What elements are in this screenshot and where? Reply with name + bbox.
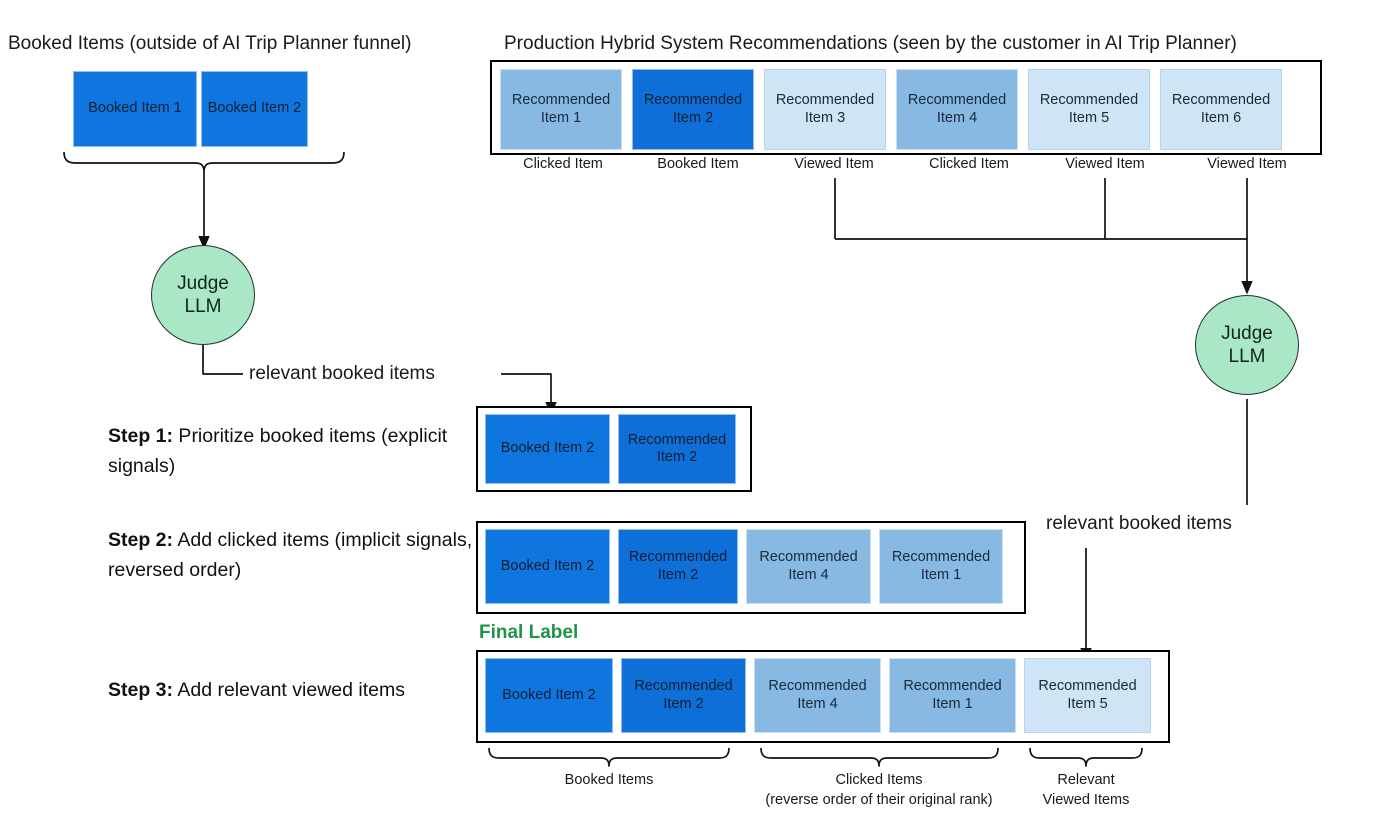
- recommendation-box[interactable]: Recommended Item 4: [896, 69, 1018, 150]
- step-3-text: Add relevant viewed items: [173, 679, 405, 701]
- bottom-bracket-label-viewed: Relevant Viewed Items: [1016, 771, 1156, 810]
- flow-label-relevant-booked-right: relevant booked items: [1046, 513, 1232, 534]
- judge-left-output-line: [202, 345, 243, 375]
- judge-llm-line2: LLM: [1228, 346, 1266, 367]
- step-3-number: Step 3:: [108, 679, 174, 701]
- relevant-booked-to-step1-arrow: [501, 373, 557, 416]
- step-3-description: Step 3: Add relevant viewed items: [108, 676, 438, 706]
- recommendation-sublabel: Clicked Item: [929, 156, 1009, 172]
- judge-llm-right[interactable]: Judge LLM: [1195, 295, 1299, 395]
- judge-llm-line1: Judge: [1221, 322, 1273, 344]
- bottom-brace-booked: [488, 747, 730, 767]
- step-2-description: Step 2: Add clicked items (implicit sign…: [108, 526, 508, 585]
- recommendation-box[interactable]: Recommended Item 3: [764, 69, 886, 150]
- recommendation-sublabel: Viewed Item: [1207, 156, 1287, 172]
- step-3-item-box[interactable]: Recommended Item 1: [889, 658, 1016, 733]
- step-2-text: Add clicked items (implicit signals, rev…: [108, 529, 473, 581]
- step-1-container: Booked Item 2 Recommended Item 2: [476, 406, 752, 492]
- judge-llm-line1: Judge: [177, 272, 229, 294]
- step-2-container: Booked Item 2 Recommended Item 2 Recomme…: [476, 521, 1026, 614]
- judge-llm-line2: LLM: [184, 296, 222, 317]
- step-1-item-box[interactable]: Recommended Item 2: [618, 414, 736, 484]
- bottom-brace-viewed: [1029, 747, 1143, 767]
- bottom-bracket-line1: Booked Items: [564, 772, 654, 788]
- recommendation-box[interactable]: Recommended Item 1: [500, 69, 622, 150]
- step-3-item-box[interactable]: Booked Item 2: [485, 658, 613, 733]
- recommendation-sublabel: Clicked Item: [523, 156, 603, 172]
- recommendations-container: Recommended Item 1 Recommended Item 2 Re…: [490, 60, 1322, 155]
- step-3-item-box[interactable]: Recommended Item 5: [1024, 658, 1151, 733]
- recommendation-sublabel: Booked Item: [657, 156, 739, 172]
- step-2-item-box[interactable]: Recommended Item 2: [618, 529, 738, 604]
- step-2-item-box[interactable]: Recommended Item 1: [879, 529, 1003, 604]
- bottom-bracket-label-clicked: Clicked Items (reverse order of their or…: [729, 771, 1029, 810]
- step-1-text: Prioritize booked items (explicit signal…: [108, 425, 448, 477]
- flow-label-relevant-booked-left: relevant booked items: [249, 363, 435, 384]
- recommendation-box[interactable]: Recommended Item 2: [632, 69, 754, 150]
- step-2-item-box[interactable]: Recommended Item 4: [746, 529, 871, 604]
- left-section-heading: Booked Items (outside of AI Trip Planner…: [8, 33, 412, 54]
- recommendation-sublabel: Viewed Item: [1065, 156, 1145, 172]
- recommendation-box[interactable]: Recommended Item 6: [1160, 69, 1282, 150]
- step-3-item-box[interactable]: Recommended Item 4: [754, 658, 881, 733]
- bottom-bracket-line2: Viewed Items: [1042, 791, 1130, 808]
- bottom-bracket-label-booked: Booked Items: [509, 771, 709, 791]
- booked-items-brace: [63, 151, 345, 173]
- step-1-item-box[interactable]: Booked Item 2: [485, 414, 610, 484]
- step-3-container: Booked Item 2 Recommended Item 2 Recomme…: [476, 650, 1170, 743]
- bottom-bracket-line2: (reverse order of their original rank): [765, 791, 993, 808]
- booked-item-box[interactable]: Booked Item 1: [73, 71, 197, 147]
- booked-item-box[interactable]: Booked Item 2: [201, 71, 308, 147]
- right-section-heading: Production Hybrid System Recommendations…: [504, 33, 1237, 54]
- judge-llm-left[interactable]: Judge LLM: [151, 245, 255, 345]
- bottom-bracket-line1: Relevant: [1057, 772, 1115, 788]
- recommendation-box[interactable]: Recommended Item 5: [1028, 69, 1150, 150]
- step-2-item-box[interactable]: Booked Item 2: [485, 529, 610, 604]
- step-2-number: Step 2:: [108, 529, 174, 551]
- final-label-heading: Final Label: [479, 622, 579, 643]
- bottom-brace-clicked: [760, 747, 999, 767]
- booked-items-group: Booked Item 1 Booked Item 2: [73, 71, 308, 147]
- step-1-description: Step 1: Prioritize booked items (explici…: [108, 422, 488, 481]
- step-1-number: Step 1:: [108, 425, 174, 447]
- step-3-item-box[interactable]: Recommended Item 2: [621, 658, 746, 733]
- bottom-bracket-line1: Clicked Items: [835, 772, 923, 788]
- recommendation-sublabel: Viewed Item: [794, 156, 874, 172]
